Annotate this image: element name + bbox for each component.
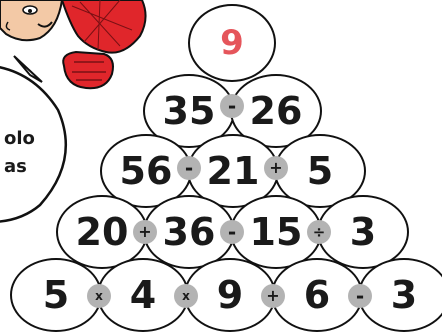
plus-operator-badge: + xyxy=(133,220,157,244)
speech-bubble-text-line-2: as xyxy=(4,158,27,176)
divide-operator-badge: ÷ xyxy=(307,220,331,244)
minus-operator-badge: - xyxy=(220,94,244,118)
plus-operator-badge: + xyxy=(261,284,285,308)
minus-operator-badge: - xyxy=(177,156,201,180)
speech-bubble-text-line-1: olo xyxy=(4,130,35,148)
multiply-operator-badge: x xyxy=(174,284,198,308)
plus-operator-badge: + xyxy=(264,156,288,180)
minus-operator-badge: - xyxy=(348,284,372,308)
minus-operator-badge: - xyxy=(220,220,244,244)
pyramid-top-circle[interactable]: 9 xyxy=(188,4,276,82)
multiply-operator-badge: x xyxy=(87,284,111,308)
spiderman-character-icon xyxy=(0,0,160,100)
